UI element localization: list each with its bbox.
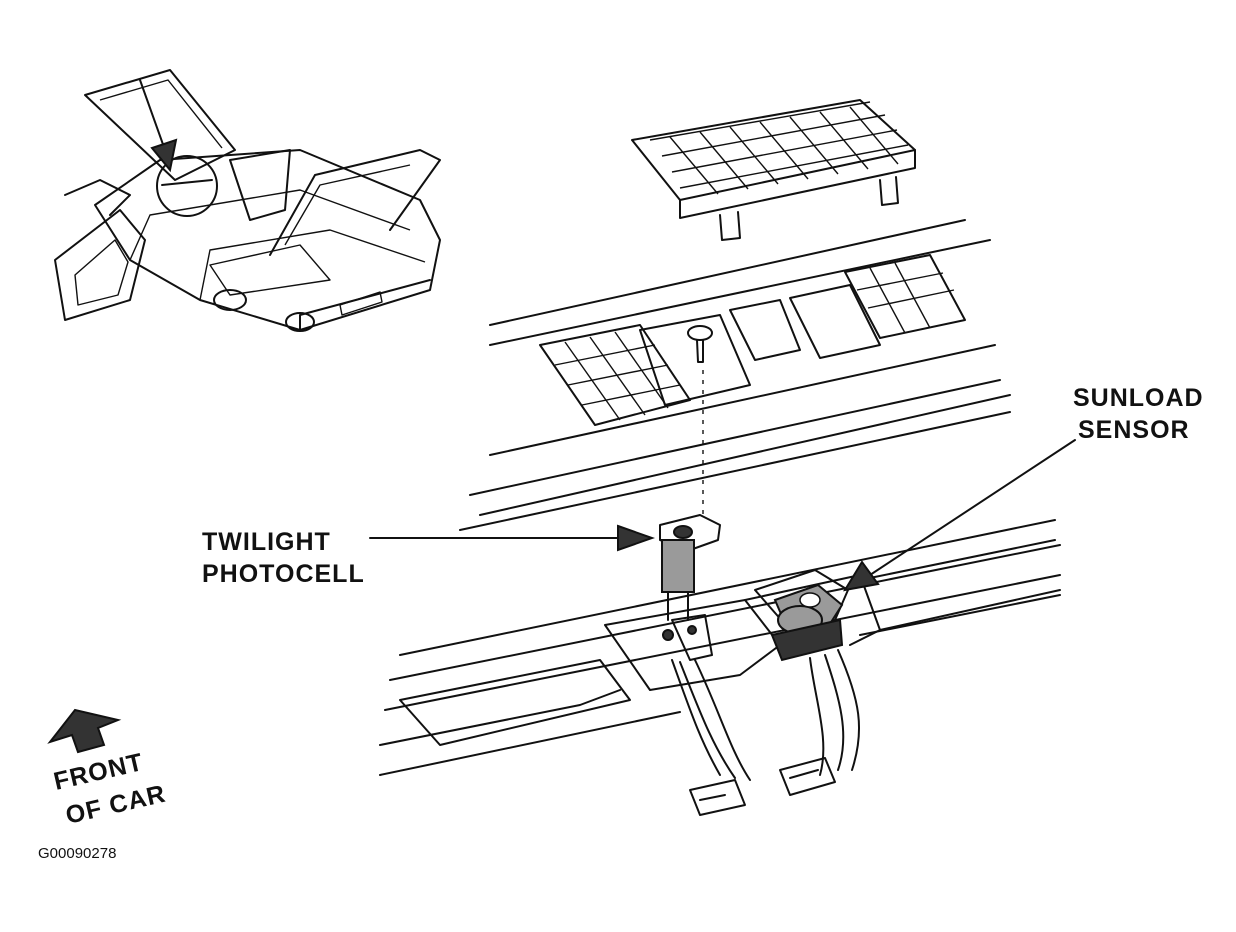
lower-dash-trim [379,519,1061,776]
defroster-grille [631,99,916,241]
twilight-callout-arrow [369,524,656,552]
twilight-label-line2: PHOTOCELL [202,560,365,588]
grille-cells [649,101,909,195]
right-vent-grid [844,254,966,339]
sunload-label-line1: SUNLOAD [1073,384,1204,412]
twilight-photocell [659,514,751,816]
twilight-label-line1: TWILIGHT [202,528,331,556]
sunload-sensor [754,569,861,796]
front-of-car-arrow [47,708,122,754]
sunload-label-line2: SENSOR [1078,416,1190,444]
figure-id: G00090278 [38,845,116,862]
instrument-panel-top [459,219,1011,531]
sunload-callout-arrow [842,439,1076,592]
left-vent-grid [539,324,691,426]
car-overview-illustration [54,69,441,332]
